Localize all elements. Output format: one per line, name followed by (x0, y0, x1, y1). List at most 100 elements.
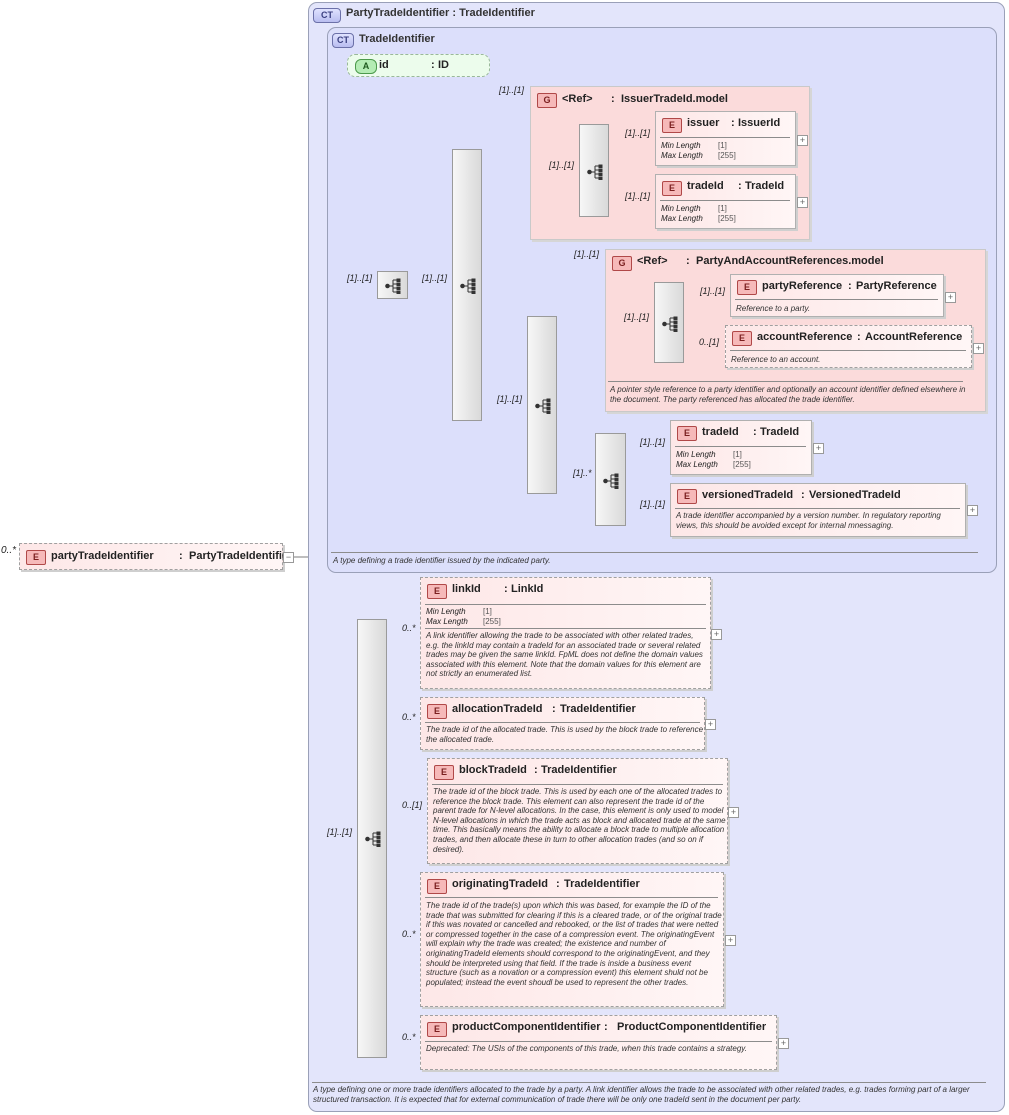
doc-divider (331, 552, 978, 553)
expand-icon[interactable]: + (725, 935, 736, 946)
group-type: IssuerTradeId.model (621, 93, 728, 105)
element-partyreference[interactable]: E partyReference : PartyReference Refere… (730, 274, 944, 317)
element-separator: : (556, 878, 560, 890)
attribute-badge: A (355, 59, 377, 74)
element-separator: : (753, 426, 757, 438)
divider (730, 350, 966, 351)
divider (425, 897, 718, 898)
cardinality-label: [1]..[1] (422, 273, 448, 283)
divider (660, 137, 790, 138)
cardinality-label: 0..[1] (699, 337, 720, 347)
element-doc: The trade id of the trade(s) upon which … (426, 901, 722, 987)
complex-type-doc: A type defining a trade identifier issue… (333, 556, 551, 565)
element-allocationtradeid[interactable]: E allocationTradeId : TradeIdentifier Th… (420, 697, 705, 750)
divider (432, 784, 723, 785)
sequence-icon (603, 473, 619, 489)
element-tradeid[interactable]: E tradeId : TradeId Min Length [1] Max L… (670, 420, 812, 475)
element-linkid[interactable]: E linkId : LinkId Min Length [1] Max Len… (420, 577, 711, 689)
group-ref: <Ref> (637, 255, 668, 267)
divider (675, 508, 960, 509)
root-element-partytradeidentifier[interactable]: E partyTradeIdentifier : PartyTradeIdent… (19, 543, 292, 570)
expand-icon[interactable]: + (797, 135, 808, 146)
element-badge: E (732, 331, 752, 346)
expand-icon[interactable]: + (797, 197, 808, 208)
element-name: issuer (687, 117, 720, 129)
element-type: VersionedTradeId (809, 489, 901, 501)
divider (660, 200, 790, 201)
expand-icon[interactable]: + (973, 343, 984, 354)
facet-value: [255] (733, 460, 751, 469)
element-doc: Reference to an account. (731, 355, 821, 364)
element-doc: A link identifier allowing the trade to … (426, 631, 703, 679)
expand-icon[interactable]: + (711, 629, 722, 640)
root-cardinality: 0..* (1, 545, 17, 556)
element-name: allocationTradeId (452, 703, 543, 715)
element-blocktradeid[interactable]: E blockTradeId : TradeIdentifier The tra… (427, 758, 728, 864)
element-type: IssuerId (738, 117, 781, 129)
cardinality-label: [1]..[1] (625, 191, 651, 201)
cardinality-label: [1]..[1] (640, 437, 666, 447)
expand-icon[interactable]: + (778, 1038, 789, 1049)
facet-value: [1] (733, 450, 742, 459)
element-accountreference[interactable]: E accountReference : AccountReference Re… (725, 325, 972, 368)
element-badge: E (427, 1022, 447, 1037)
facet-label: Min Length (661, 204, 701, 213)
element-originatingtradeid[interactable]: E originatingTradeId : TradeIdentifier T… (420, 872, 724, 1007)
element-type: TradeIdentifier (560, 703, 636, 715)
facet-label: Max Length (426, 617, 468, 626)
cardinality-label: [1]..[1] (499, 85, 525, 95)
expand-icon[interactable]: + (967, 505, 978, 516)
expand-icon[interactable]: + (705, 719, 716, 730)
element-separator: : (731, 117, 735, 129)
facet-label: Min Length (661, 141, 701, 150)
sequence-icon (662, 316, 678, 332)
facet-value: [1] (483, 607, 492, 616)
element-separator: : (552, 703, 556, 715)
cardinality-label: [1]..[1] (327, 827, 353, 837)
sequence-compositor (357, 619, 387, 1058)
element-name: tradeId (702, 426, 739, 438)
facet-label: Min Length (426, 607, 466, 616)
element-name: blockTradeId (459, 764, 527, 776)
cardinality-label: [1]..[1] (574, 249, 600, 259)
element-name: versionedTradeId (702, 489, 794, 501)
element-name: partyTradeIdentifier (51, 550, 154, 562)
cardinality-label: [1]..[1] (640, 499, 666, 509)
element-versionedtradeid[interactable]: E versionedTradeId : VersionedTradeId A … (670, 483, 966, 537)
element-doc: A trade identifier accompanied by a vers… (676, 511, 941, 530)
doc-divider (312, 1082, 986, 1083)
group-badge: G (537, 93, 557, 108)
element-type: TradeId (745, 180, 785, 192)
attribute-type: ID (438, 59, 449, 71)
sequence-compositor (595, 433, 626, 526)
sequence-icon (460, 278, 476, 294)
element-type: TradeIdentifier (541, 764, 617, 776)
divider (675, 446, 806, 447)
cardinality-label: [1]..[1] (624, 312, 650, 322)
element-badge: E (434, 765, 454, 780)
element-name: partyReference (762, 280, 843, 292)
facet-label: Max Length (661, 214, 703, 223)
expand-icon[interactable]: + (945, 292, 956, 303)
expand-icon[interactable]: + (728, 807, 739, 818)
complex-type-badge: CT (313, 8, 341, 23)
element-tradeid[interactable]: E tradeId : TradeId Min Length [1] Max L… (655, 174, 796, 229)
attribute-id[interactable]: A id : ID (347, 54, 490, 77)
element-type: AccountReference (865, 331, 963, 343)
sequence-icon (365, 831, 381, 847)
element-badge: E (662, 118, 682, 133)
expand-icon[interactable]: + (813, 443, 824, 454)
divider (425, 628, 706, 629)
collapse-icon[interactable]: − (283, 552, 294, 563)
element-name: tradeId (687, 180, 724, 192)
element-issuer[interactable]: E issuer : IssuerId Min Length [1] Max L… (655, 111, 796, 166)
sequence-compositor (579, 124, 609, 217)
element-type: PartyTradeIdentifier (189, 550, 293, 562)
element-separator: : (534, 764, 538, 776)
complex-type-doc: A type defining one or more trade identi… (313, 1085, 970, 1104)
element-name: linkId (452, 583, 481, 595)
element-productcomponentidentifier[interactable]: E productComponentIdentifier : ProductCo… (420, 1015, 777, 1070)
group-type: PartyAndAccountReferences.model (696, 255, 884, 267)
element-separator: : (738, 180, 742, 192)
facet-value: [1] (718, 204, 727, 213)
